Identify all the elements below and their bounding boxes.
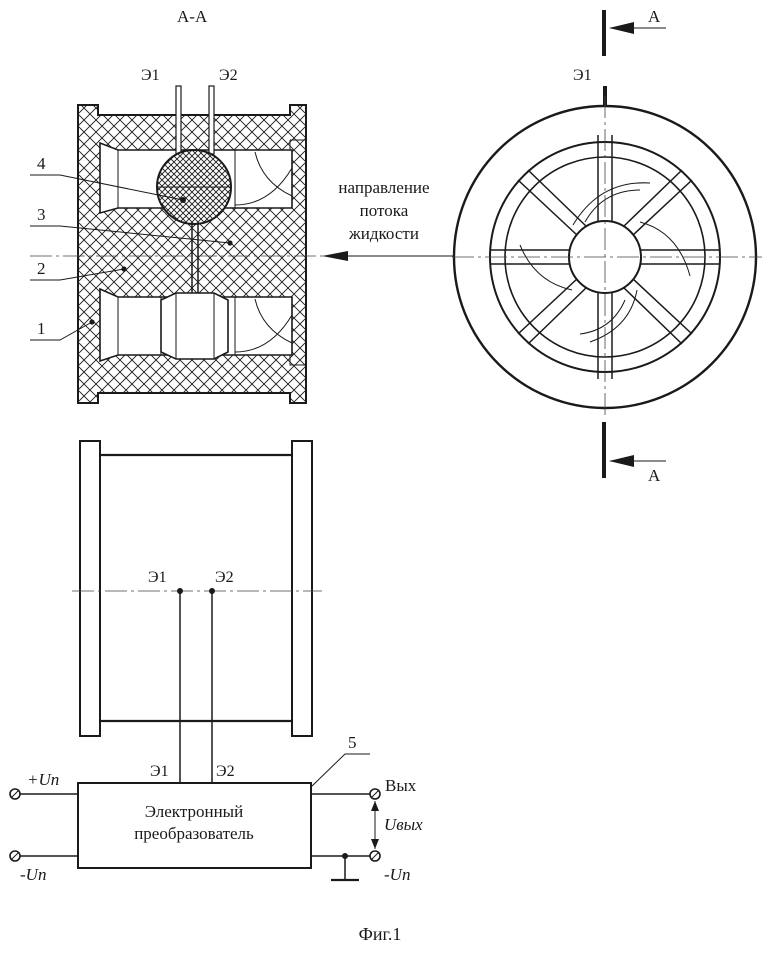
flow-label-line3: жидкости — [348, 224, 419, 243]
label-e1-side: Э1 — [148, 569, 167, 586]
flange-left — [80, 441, 100, 736]
label-e1-endview: Э1 — [573, 67, 592, 84]
converter-label-2: преобразователь — [134, 824, 254, 843]
flow-direction: направление потока жидкости — [322, 178, 460, 261]
label-e1-converter: Э1 — [150, 763, 169, 780]
label-e2-converter: Э2 — [216, 763, 235, 780]
label-e2-top: Э2 — [219, 67, 238, 84]
converter-label-1: Электронный — [145, 802, 243, 821]
label-output-minus: -Uп — [384, 865, 410, 884]
callout-3: 3 — [37, 205, 46, 224]
flow-label-line2: потока — [360, 201, 409, 220]
callout-5: 5 — [348, 733, 357, 752]
electrode-e1-wire — [176, 86, 181, 154]
label-minus-supply: -Uп — [20, 865, 46, 884]
electrode-e2-wire — [209, 86, 214, 154]
end-view: А А Э1 — [452, 7, 762, 485]
label-plus-supply: +Uп — [27, 770, 59, 789]
section-label-top: А — [648, 7, 661, 26]
rotor-block — [161, 293, 228, 359]
section-arrow-bottom-icon — [609, 455, 634, 467]
section-label-bottom: А — [648, 466, 661, 485]
figure-caption: Фиг.1 — [359, 924, 402, 944]
callout-2: 2 — [37, 259, 46, 278]
callout-1: 1 — [37, 319, 46, 338]
section-arrow-top-icon — [609, 22, 634, 34]
section-title: А-А — [177, 7, 208, 26]
label-e2-side: Э2 — [215, 569, 234, 586]
label-output-voltage: Uвых — [384, 815, 423, 834]
flow-label-line1: направление — [338, 178, 429, 197]
flange-right — [292, 441, 312, 736]
label-e1-top: Э1 — [141, 67, 160, 84]
side-view: Э1 Э2 — [72, 441, 322, 783]
section-view: А-А — [30, 7, 340, 403]
converter-block: Электронный преобразователь Э1 Э2 5 +Uп … — [10, 733, 423, 884]
flow-arrow-icon — [322, 251, 348, 261]
label-output: Вых — [385, 776, 417, 795]
callout-4: 4 — [37, 154, 46, 173]
